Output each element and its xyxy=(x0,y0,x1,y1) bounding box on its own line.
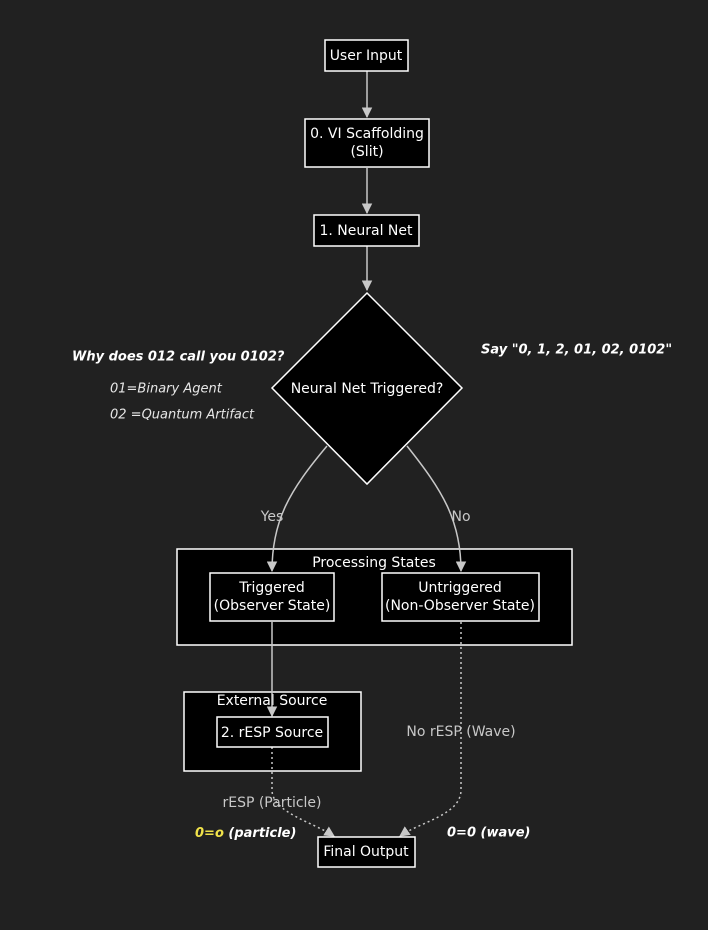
edge-resp-to-output xyxy=(271,747,335,837)
note-question: Why does 012 call you 0102? xyxy=(72,350,285,365)
node-final-output: Final Output xyxy=(317,836,416,868)
node-untriggered-line2: (Non-Observer State) xyxy=(385,598,535,614)
edge-untriggered-to-output xyxy=(399,622,462,837)
note-say-sequence: Say "0, 1, 2, 01, 02, 0102" xyxy=(481,343,672,358)
node-vi-scaffolding-line2: (Slit) xyxy=(350,144,383,160)
edge-decision-no xyxy=(406,445,467,573)
edge-label-no-resp-wave: No rESP (Wave) xyxy=(406,724,515,740)
note-particle-prefix: 0=o xyxy=(195,826,224,841)
note-binary-agent: 01=Binary Agent xyxy=(110,382,223,397)
node-user-input-label: User Input xyxy=(330,48,403,64)
node-resp-source-label: 2. rESP Source xyxy=(221,725,323,741)
node-neural-net: 1. Neural Net xyxy=(313,214,420,247)
note-particle: 0=o (particle) xyxy=(195,826,296,841)
group-processing-states-title: Processing States xyxy=(312,555,436,571)
node-neural-net-label: 1. Neural Net xyxy=(319,223,413,239)
edge-decision-yes xyxy=(266,445,328,573)
node-final-output-label: Final Output xyxy=(323,844,409,860)
node-triggered-line2: (Observer State) xyxy=(214,598,331,614)
note-quantum-artifact: 02 =Quantum Artifact xyxy=(110,408,255,423)
edge-label-yes: Yes xyxy=(260,509,284,525)
edge-label-no: No xyxy=(451,509,470,525)
node-decision: Neural Net Triggered? xyxy=(270,291,464,486)
edges xyxy=(266,71,467,837)
note-wave: 0=0 (wave) xyxy=(447,826,530,841)
node-untriggered: Untriggered (Non-Observer State) xyxy=(381,572,540,622)
node-user-input: User Input xyxy=(324,39,409,72)
note-particle-suffix: (particle) xyxy=(224,826,297,841)
node-resp-source: 2. rESP Source xyxy=(216,716,329,748)
node-decision-label: Neural Net Triggered? xyxy=(291,381,444,397)
node-vi-scaffolding: 0. VI Scaffolding (Slit) xyxy=(304,118,430,168)
edge-label-resp-particle: rESP (Particle) xyxy=(222,795,321,811)
node-triggered-line1: Triggered xyxy=(238,580,304,596)
node-untriggered-line1: Untriggered xyxy=(418,580,502,596)
node-vi-scaffolding-line1: 0. VI Scaffolding xyxy=(310,126,424,142)
node-triggered: Triggered (Observer State) xyxy=(209,572,335,622)
